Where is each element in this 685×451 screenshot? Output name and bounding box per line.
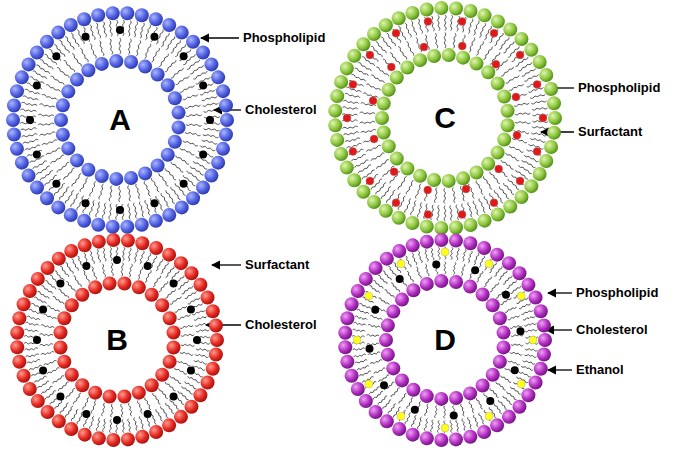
lipid-tails xyxy=(20,20,220,220)
lipid-tails xyxy=(342,15,548,221)
head-groups xyxy=(338,233,552,447)
head-groups xyxy=(10,233,224,447)
inclusion-dots xyxy=(343,17,547,218)
component-label: Phospholipid xyxy=(576,285,658,301)
lipid-tails xyxy=(24,247,210,433)
inclusion-dots xyxy=(33,256,201,424)
vesicle-letter: D xyxy=(434,323,456,357)
component-label: Phospholipid xyxy=(578,80,660,96)
leader-lines xyxy=(201,38,574,370)
head-groups xyxy=(328,1,562,235)
vesicle: B xyxy=(9,232,225,448)
component-label: Cholesterol xyxy=(245,317,317,333)
leader-line xyxy=(548,369,572,370)
leader-line xyxy=(548,292,572,293)
leader-line xyxy=(546,329,572,330)
vesicle: D xyxy=(337,232,553,448)
lipid-tails xyxy=(352,247,538,433)
inclusion-dots xyxy=(353,248,537,432)
component-label: Phospholipid xyxy=(243,30,325,46)
leader-line xyxy=(212,264,241,265)
component-label: Cholesterol xyxy=(245,102,317,118)
vesicle-letter: B xyxy=(106,323,128,357)
component-label: Surfactant xyxy=(245,257,309,273)
component-label: Surfactant xyxy=(578,124,642,140)
vesicle-letter: C xyxy=(434,101,456,135)
inclusion-dots xyxy=(26,26,214,214)
vesicle: C xyxy=(327,0,563,236)
component-label: Cholesterol xyxy=(576,322,648,338)
leader-line xyxy=(201,37,239,38)
component-label: Ethanol xyxy=(576,362,624,378)
vesicle: A xyxy=(5,5,235,235)
head-groups xyxy=(6,6,234,234)
vesicle-letter: A xyxy=(109,103,131,137)
